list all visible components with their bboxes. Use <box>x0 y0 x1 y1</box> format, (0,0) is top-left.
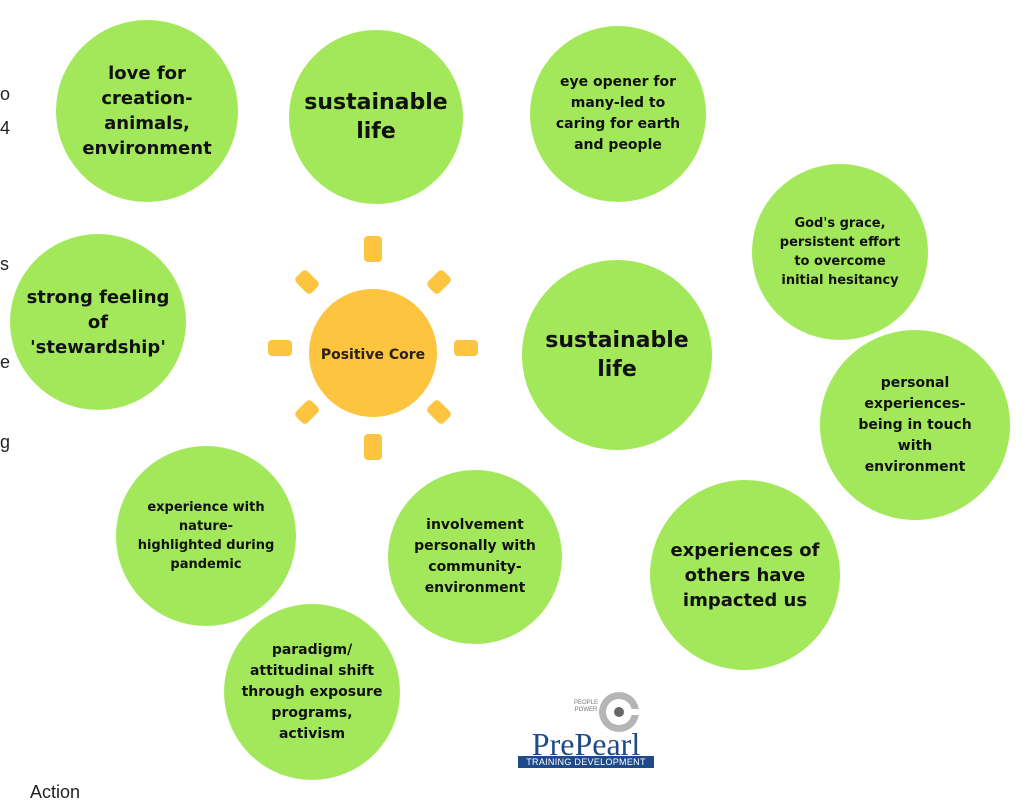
side-fragment-4: 4 <box>0 118 11 138</box>
bubble-eye-opener: eye opener for many-led to caring for ea… <box>530 26 706 202</box>
logo-tagline: PEOPLE POWER <box>573 700 598 713</box>
sun-core <box>309 289 437 417</box>
side-fragment-e: e <box>0 352 11 372</box>
sun-rays <box>268 236 478 460</box>
bubble-experience-with-nature: experience with nature- highlighted duri… <box>116 446 296 626</box>
logo-name: PrePearl <box>531 726 641 762</box>
bubble-love-for-creation: love for creation- animals, environment <box>56 20 238 202</box>
bubble-sustainable-life-top: sustainable life <box>289 30 463 204</box>
bubble-stewardship: strong feeling of 'stewardship' <box>10 234 186 410</box>
positive-core-sun <box>268 236 478 460</box>
side-fragment-action: Action <box>30 782 81 802</box>
bubble-paradigm-shift: paradigm/ attitudinal shift through expo… <box>224 604 400 780</box>
side-fragment-s: s <box>0 254 9 274</box>
positive-core-label: Positive Core <box>320 347 426 363</box>
bubble-experiences-of-others: experiences of others have impacted us <box>650 480 840 670</box>
prepearl-logo <box>599 692 643 732</box>
logo-subtitle: TRAINING DEVELOPMENT <box>518 756 654 768</box>
bubble-sustainable-life-mid: sustainable life <box>522 260 712 450</box>
bubble-involvement-community: involvement personally with community- e… <box>388 470 562 644</box>
side-fragment-g: g <box>0 432 11 452</box>
side-fragment-o: o <box>0 84 11 104</box>
bubble-personal-experiences: personal experiences- being in touch wit… <box>820 330 1010 520</box>
bubble-gods-grace: God's grace, persistent effort to overco… <box>752 164 928 340</box>
